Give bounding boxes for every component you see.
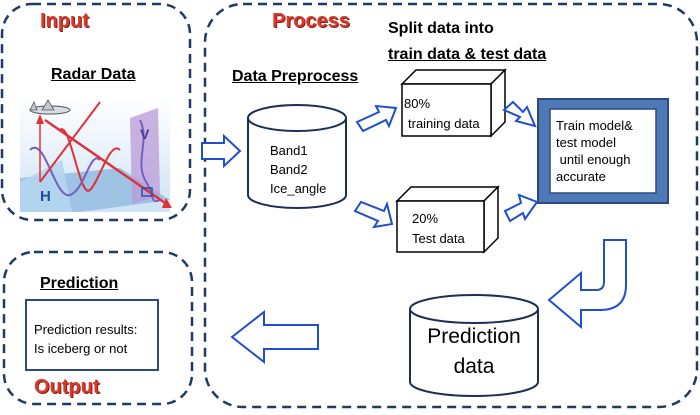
result-line: Is iceberg or not xyxy=(34,341,128,356)
arrow-model-to-prediction xyxy=(547,239,627,330)
split-title-line1: Split data into xyxy=(388,20,494,37)
airplane-icon xyxy=(29,99,71,115)
training-box xyxy=(400,68,507,138)
split-title-line2: train data & test data xyxy=(388,46,547,63)
prediction-cylinder xyxy=(409,294,539,397)
preprocess-item: Band2 xyxy=(270,162,308,177)
radar-image xyxy=(20,98,172,212)
train-label: training data xyxy=(408,116,480,131)
result-line: Prediction results: xyxy=(34,322,138,337)
arrow-back-to-output xyxy=(230,309,319,365)
preprocess-item: Ice_angle xyxy=(270,181,327,196)
arrow-train-to-model xyxy=(502,100,537,128)
test-box xyxy=(395,185,500,254)
prediction-data-line: data xyxy=(453,355,495,378)
model-line: until enough xyxy=(556,152,631,167)
model-line: accurate xyxy=(556,169,606,184)
preprocess-title: Data Preprocess xyxy=(232,68,359,85)
results-box xyxy=(25,299,159,371)
prediction-data-line: Prediction xyxy=(427,325,521,348)
test-label: Test data xyxy=(412,231,465,246)
input-region xyxy=(0,2,192,222)
test-pct: 20% xyxy=(412,211,439,226)
preprocess-cylinder xyxy=(247,104,347,209)
arrow-input-to-preprocess xyxy=(201,133,242,169)
prediction-title: Prediction xyxy=(40,275,119,292)
model-line: test model xyxy=(556,135,616,150)
input-label: Input xyxy=(40,10,89,32)
model-line: Train model& xyxy=(556,118,633,133)
radar-h-letter: H xyxy=(40,188,51,205)
preprocess-item: Band1 xyxy=(270,143,308,158)
process-region xyxy=(203,2,699,409)
arrow-preprocess-to-test xyxy=(353,200,394,229)
arrow-preprocess-to-train xyxy=(355,104,398,133)
train-pct: 80% xyxy=(404,96,431,111)
process-label: Process xyxy=(272,10,350,32)
output-label: Output xyxy=(34,376,100,398)
model-box xyxy=(537,98,669,204)
radar-v-letter: V xyxy=(140,126,150,142)
output-region xyxy=(2,250,194,406)
arrow-test-to-model xyxy=(503,193,539,223)
radar-title: Radar Data xyxy=(51,66,136,83)
